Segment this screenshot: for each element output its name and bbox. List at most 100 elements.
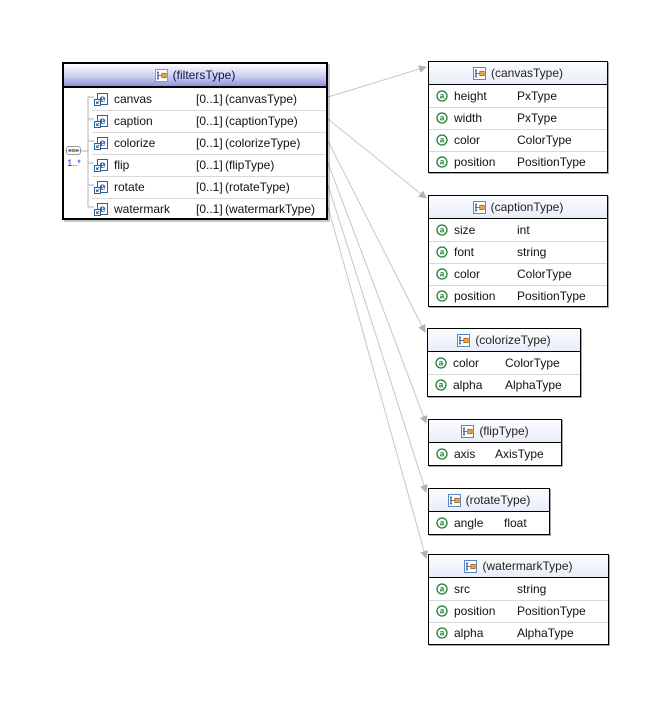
rotate-type-header[interactable]: (rotateType) (429, 489, 549, 512)
element-cardinality: [0..1] (196, 92, 223, 106)
attribute-row-src[interactable]: a src string (429, 578, 608, 600)
attribute-row-alpha[interactable]: a alpha AlphaType (429, 622, 608, 644)
attribute-row-color[interactable]: a color ColorType (429, 263, 607, 285)
attribute-name: color (454, 267, 481, 281)
connector-watermark (327, 206, 428, 559)
canvas-type-box[interactable]: (canvasType) a height PxType a width PxT… (428, 61, 608, 173)
svg-text:e: e (99, 116, 105, 127)
watermark-type-header[interactable]: (watermarkType) (429, 555, 608, 578)
rotate-type-box[interactable]: (rotateType) a angle float (428, 488, 550, 535)
connector-caption (327, 118, 427, 199)
svg-text:a: a (440, 629, 445, 638)
attribute-icon: a (436, 448, 448, 460)
element-type: (watermarkType) (225, 202, 316, 216)
caption-type-title: (captionType) (490, 200, 564, 214)
element-name: caption (114, 114, 153, 128)
flip-type-header[interactable]: (flipType) (429, 420, 561, 443)
attribute-type: float (504, 516, 527, 530)
attribute-row-alpha[interactable]: a alpha AlphaType (428, 374, 580, 396)
element-row-rotate[interactable]: e rotate [0..1] (rotateType) (64, 176, 326, 198)
complex-type-icon (457, 333, 471, 347)
element-row-caption[interactable]: e caption [0..1] (captionType) (64, 110, 326, 132)
attribute-type: PositionType (517, 604, 586, 618)
flip-type-box[interactable]: (flipType) a axis AxisType (428, 419, 562, 466)
attribute-row-position[interactable]: a position PositionType (429, 285, 607, 307)
svg-text:a: a (439, 359, 444, 368)
element-name: flip (114, 158, 130, 172)
attribute-type: PxType (517, 89, 558, 103)
element-type: (colorizeType) (225, 136, 301, 150)
attribute-name: width (454, 111, 483, 125)
attribute-row-axis[interactable]: a axis AxisType (429, 443, 561, 465)
attribute-name: position (454, 155, 496, 169)
complex-type-icon (461, 424, 475, 438)
svg-text:a: a (440, 292, 445, 301)
attribute-type: PositionType (517, 289, 586, 303)
sequence-icon[interactable] (65, 144, 83, 157)
element-row-flip[interactable]: e flip [0..1] (flipType) (64, 154, 326, 176)
element-icon: e (94, 136, 108, 150)
attribute-icon: a (436, 268, 448, 280)
svg-text:e: e (99, 138, 105, 149)
attribute-name: color (453, 356, 480, 370)
filters-type-header[interactable]: (filtersType) (64, 64, 326, 88)
element-name: rotate (114, 180, 145, 194)
element-row-canvas[interactable]: e canvas [0..1] (canvasType) (64, 88, 326, 110)
attribute-row-width[interactable]: a width PxType (429, 107, 607, 129)
attribute-type: string (517, 582, 547, 596)
svg-text:e: e (99, 94, 105, 105)
element-row-watermark[interactable]: e watermark [0..1] (watermarkType) (64, 198, 326, 220)
complex-type-icon (447, 493, 461, 507)
attribute-type: string (517, 245, 547, 259)
svg-text:a: a (440, 607, 445, 616)
filters-type-box[interactable]: (filtersType) 1..* e (62, 62, 328, 220)
colorize-type-box[interactable]: (colorizeType) a color ColorType a alpha… (427, 328, 581, 397)
caption-type-header[interactable]: (captionType) (429, 196, 607, 219)
complex-type-icon (472, 66, 486, 80)
attribute-row-angle[interactable]: a angle float (429, 512, 549, 534)
svg-text:a: a (440, 270, 445, 279)
attribute-type: ColorType (505, 356, 560, 370)
element-cardinality: [0..1] (196, 180, 223, 194)
attribute-name: alpha (454, 626, 484, 640)
attribute-row-position[interactable]: a position PositionType (429, 600, 608, 622)
attribute-row-position[interactable]: a position PositionType (429, 151, 607, 173)
attribute-icon: a (436, 627, 448, 639)
attribute-row-color[interactable]: a color ColorType (429, 129, 607, 151)
element-type: (canvasType) (225, 92, 298, 106)
canvas-type-header[interactable]: (canvasType) (429, 62, 607, 85)
element-icon: e (94, 158, 108, 172)
svg-text:a: a (439, 381, 444, 390)
element-cardinality: [0..1] (196, 136, 223, 150)
attribute-name: alpha (453, 378, 483, 392)
element-row-colorize[interactable]: e colorize [0..1] (colorizeType) (64, 132, 326, 154)
watermark-type-box[interactable]: (watermarkType) a src string a position … (428, 554, 609, 645)
complex-type-icon (154, 68, 168, 82)
element-type: (flipType) (225, 158, 275, 172)
element-icon: e (94, 92, 108, 106)
colorize-type-title: (colorizeType) (475, 333, 551, 347)
attribute-icon: a (436, 517, 448, 529)
attribute-type: AlphaType (505, 378, 562, 392)
flip-type-title: (flipType) (479, 424, 529, 438)
filters-type-title: (filtersType) (172, 68, 236, 82)
svg-text:e: e (99, 204, 105, 215)
element-name: watermark (114, 202, 171, 216)
complex-type-icon (464, 559, 478, 573)
attribute-row-font[interactable]: a font string (429, 241, 607, 263)
element-icon: e (94, 180, 108, 194)
attribute-row-color[interactable]: a color ColorType (428, 352, 580, 374)
element-type: (captionType) (225, 114, 298, 128)
rotate-type-title: (rotateType) (465, 493, 531, 507)
attribute-row-height[interactable]: a height PxType (429, 85, 607, 107)
colorize-type-header[interactable]: (colorizeType) (428, 329, 580, 352)
element-icon: e (94, 202, 108, 216)
attribute-icon: a (436, 112, 448, 124)
attribute-type: AxisType (495, 447, 544, 461)
attribute-name: font (454, 245, 475, 259)
attribute-icon: a (436, 224, 448, 236)
attribute-type: PositionType (517, 155, 586, 169)
attribute-row-size[interactable]: a size int (429, 219, 607, 241)
caption-type-box[interactable]: (captionType) a size int a font string a… (428, 195, 608, 307)
